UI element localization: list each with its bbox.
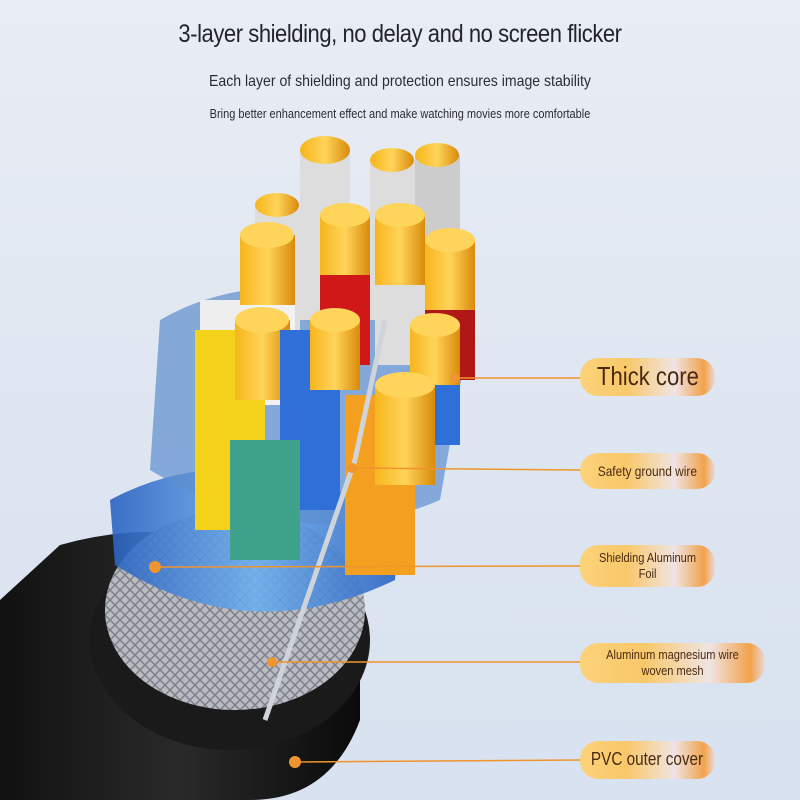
label-shielding-aluminum-foil: Shielding Aluminum Foil bbox=[580, 545, 715, 587]
callout-lines bbox=[154, 377, 581, 763]
subtitle: Each layer of shielding and protection e… bbox=[209, 73, 591, 90]
label-safety-ground-wire: Safety ground wire bbox=[580, 453, 715, 489]
label-aluminum-magnesium-mesh: Aluminum magnesium wire woven mesh bbox=[580, 643, 765, 683]
wire-cores bbox=[195, 136, 475, 721]
page-title: 3-layer shielding, no delay and no scree… bbox=[178, 20, 622, 48]
label-thick-core: Thick core bbox=[580, 358, 715, 396]
subtitle-secondary: Bring better enhancement effect and make… bbox=[209, 107, 591, 121]
callout-dots bbox=[149, 373, 460, 768]
label-pvc-outer-cover: PVC outer cover bbox=[580, 741, 715, 779]
